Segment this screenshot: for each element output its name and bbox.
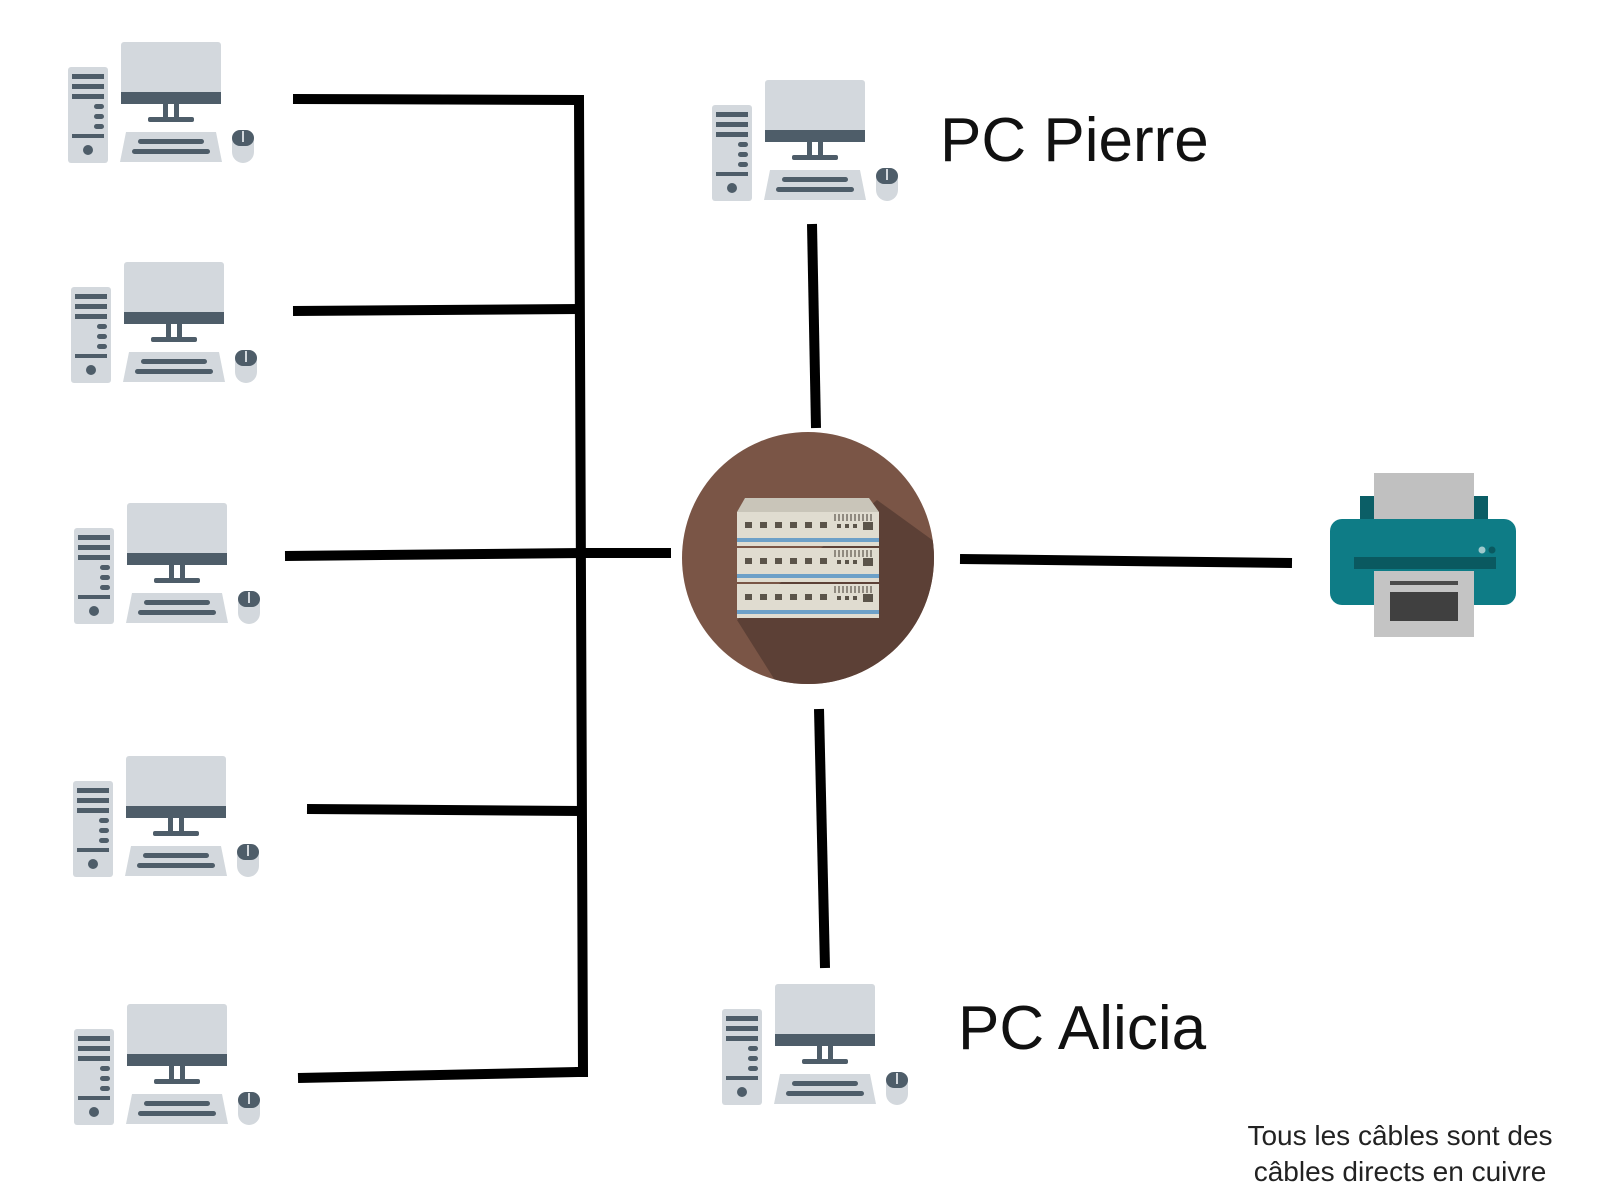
- cable-switch-to-pierre: [807, 223, 821, 429]
- pc-pierre-computer-icon: [711, 79, 899, 202]
- cable-footnote: Tous les câbles sont des câbles directs …: [1200, 1118, 1600, 1190]
- printer-icon: [1330, 473, 1516, 637]
- cables: [284, 94, 1293, 1083]
- computer-icon: [72, 755, 260, 878]
- cable-switch-to-printer: [959, 554, 1293, 568]
- network-switch-icon: [682, 432, 934, 684]
- footnote-line-1: Tous les câbles sont des: [1247, 1120, 1553, 1151]
- cable-pc-3: [284, 548, 583, 561]
- pc-alicia-computer-icon: [721, 983, 909, 1106]
- cable-pc-2: [292, 304, 582, 316]
- cable-pc-1: [292, 94, 589, 1077]
- computer-icon: [73, 1003, 261, 1126]
- computer-icon: [73, 502, 261, 625]
- cable-switch-to-alicia: [814, 708, 830, 969]
- footnote-line-2: câbles directs en cuivre: [1253, 1156, 1547, 1187]
- cable-pc-4: [306, 804, 583, 816]
- pc-pierre-label: PC Pierre: [940, 106, 1209, 175]
- pc-alicia-label: PC Alicia: [958, 994, 1207, 1063]
- cable-pc-5: [297, 1067, 579, 1083]
- computer-icon: [70, 261, 258, 384]
- computer-icon: [67, 41, 255, 164]
